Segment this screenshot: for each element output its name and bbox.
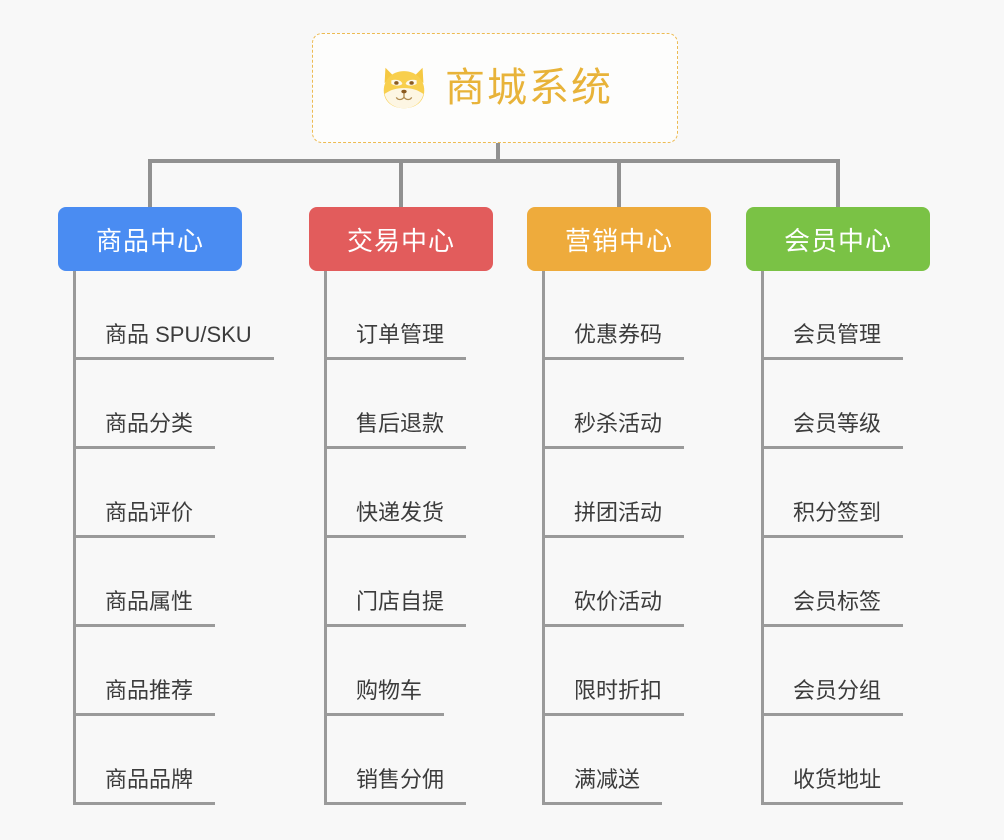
leaf-label: 满减送	[545, 769, 663, 805]
leaf-item[interactable]: 门店自提	[324, 538, 467, 627]
leaf-label: 会员等级	[764, 413, 904, 449]
leaf-item[interactable]: 秒杀活动	[542, 360, 685, 449]
connector-drop-2	[399, 159, 403, 209]
leaf-item[interactable]: 订单管理	[324, 271, 467, 360]
leaf-label: 秒杀活动	[545, 413, 685, 449]
leaf-label: 购物车	[327, 680, 445, 716]
leaf-item[interactable]: 购物车	[324, 627, 466, 716]
leaf-item[interactable]: 会员分组	[761, 627, 904, 716]
leaf-label: 收货地址	[764, 769, 904, 805]
leaf-label: 快递发货	[327, 502, 467, 538]
leaf-label: 优惠券码	[545, 324, 685, 360]
leaf-item[interactable]: 会员等级	[761, 360, 904, 449]
connector-bus	[148, 159, 836, 163]
leaf-item[interactable]: 销售分佣	[324, 716, 467, 805]
leaf-label: 砍价活动	[545, 591, 685, 627]
leaf-item[interactable]: 商品品牌	[73, 716, 274, 805]
shiba-dog-icon	[383, 67, 425, 109]
leaf-column-3: 优惠券码 秒杀活动 拼团活动 砍价活动 限时折扣 满减送	[542, 271, 685, 805]
leaf-label: 商品 SPU/SKU	[76, 324, 274, 360]
root-title: 商城系统	[445, 66, 613, 110]
leaf-label: 门店自提	[327, 591, 467, 627]
leaf-item[interactable]: 满减送	[542, 716, 684, 805]
leaf-item[interactable]: 优惠券码	[542, 271, 685, 360]
branch-node-4[interactable]: 会员中心	[746, 207, 930, 271]
connector-drop-4	[836, 159, 840, 209]
leaf-column-2: 订单管理 售后退款 快递发货 门店自提 购物车 销售分佣	[324, 271, 467, 805]
leaf-spine-1	[73, 271, 76, 805]
connector-drop-1	[148, 159, 152, 209]
leaf-item[interactable]: 商品属性	[73, 538, 274, 627]
leaf-column-4: 会员管理 会员等级 积分签到 会员标签 会员分组 收货地址	[761, 271, 904, 805]
branch-label-4: 会员中心	[783, 225, 892, 256]
leaf-label: 会员管理	[764, 324, 904, 360]
leaf-label: 商品品牌	[76, 769, 216, 805]
leaf-label: 拼团活动	[545, 502, 685, 538]
leaf-item[interactable]: 会员标签	[761, 538, 904, 627]
leaf-label: 销售分佣	[327, 769, 467, 805]
leaf-item[interactable]: 商品分类	[73, 360, 274, 449]
branch-label-1: 商品中心	[95, 225, 204, 256]
leaf-item[interactable]: 商品评价	[73, 449, 274, 538]
leaf-spine-4	[761, 271, 764, 805]
leaf-item[interactable]: 商品 SPU/SKU	[73, 271, 274, 360]
leaf-label: 商品属性	[76, 591, 216, 627]
connector-drop-3	[617, 159, 621, 209]
leaf-item[interactable]: 售后退款	[324, 360, 467, 449]
branch-label-3: 营销中心	[564, 225, 673, 256]
leaf-spine-3	[542, 271, 545, 805]
branch-label-2: 交易中心	[346, 225, 455, 256]
connector-stem	[496, 143, 500, 163]
leaf-label: 商品分类	[76, 413, 216, 449]
leaf-label: 商品推荐	[76, 680, 216, 716]
leaf-label: 限时折扣	[545, 680, 685, 716]
leaf-label: 售后退款	[327, 413, 467, 449]
leaf-label: 会员分组	[764, 680, 904, 716]
branch-node-3[interactable]: 营销中心	[527, 207, 711, 271]
branch-node-1[interactable]: 商品中心	[58, 207, 242, 271]
leaf-label: 订单管理	[327, 324, 467, 360]
leaf-spine-2	[324, 271, 327, 805]
leaf-item[interactable]: 会员管理	[761, 271, 904, 360]
leaf-item[interactable]: 商品推荐	[73, 627, 274, 716]
leaf-column-1: 商品 SPU/SKU 商品分类 商品评价 商品属性 商品推荐 商品品牌	[73, 271, 274, 805]
leaf-item[interactable]: 限时折扣	[542, 627, 685, 716]
leaf-label: 积分签到	[764, 502, 904, 538]
leaf-item[interactable]: 收货地址	[761, 716, 904, 805]
leaf-item[interactable]: 积分签到	[761, 449, 904, 538]
leaf-item[interactable]: 拼团活动	[542, 449, 685, 538]
leaf-item[interactable]: 快递发货	[324, 449, 467, 538]
leaf-item[interactable]: 砍价活动	[542, 538, 685, 627]
leaf-label: 会员标签	[764, 591, 904, 627]
root-node[interactable]: 商城系统	[312, 33, 678, 143]
leaf-label: 商品评价	[76, 502, 216, 538]
branch-node-2[interactable]: 交易中心	[309, 207, 493, 271]
